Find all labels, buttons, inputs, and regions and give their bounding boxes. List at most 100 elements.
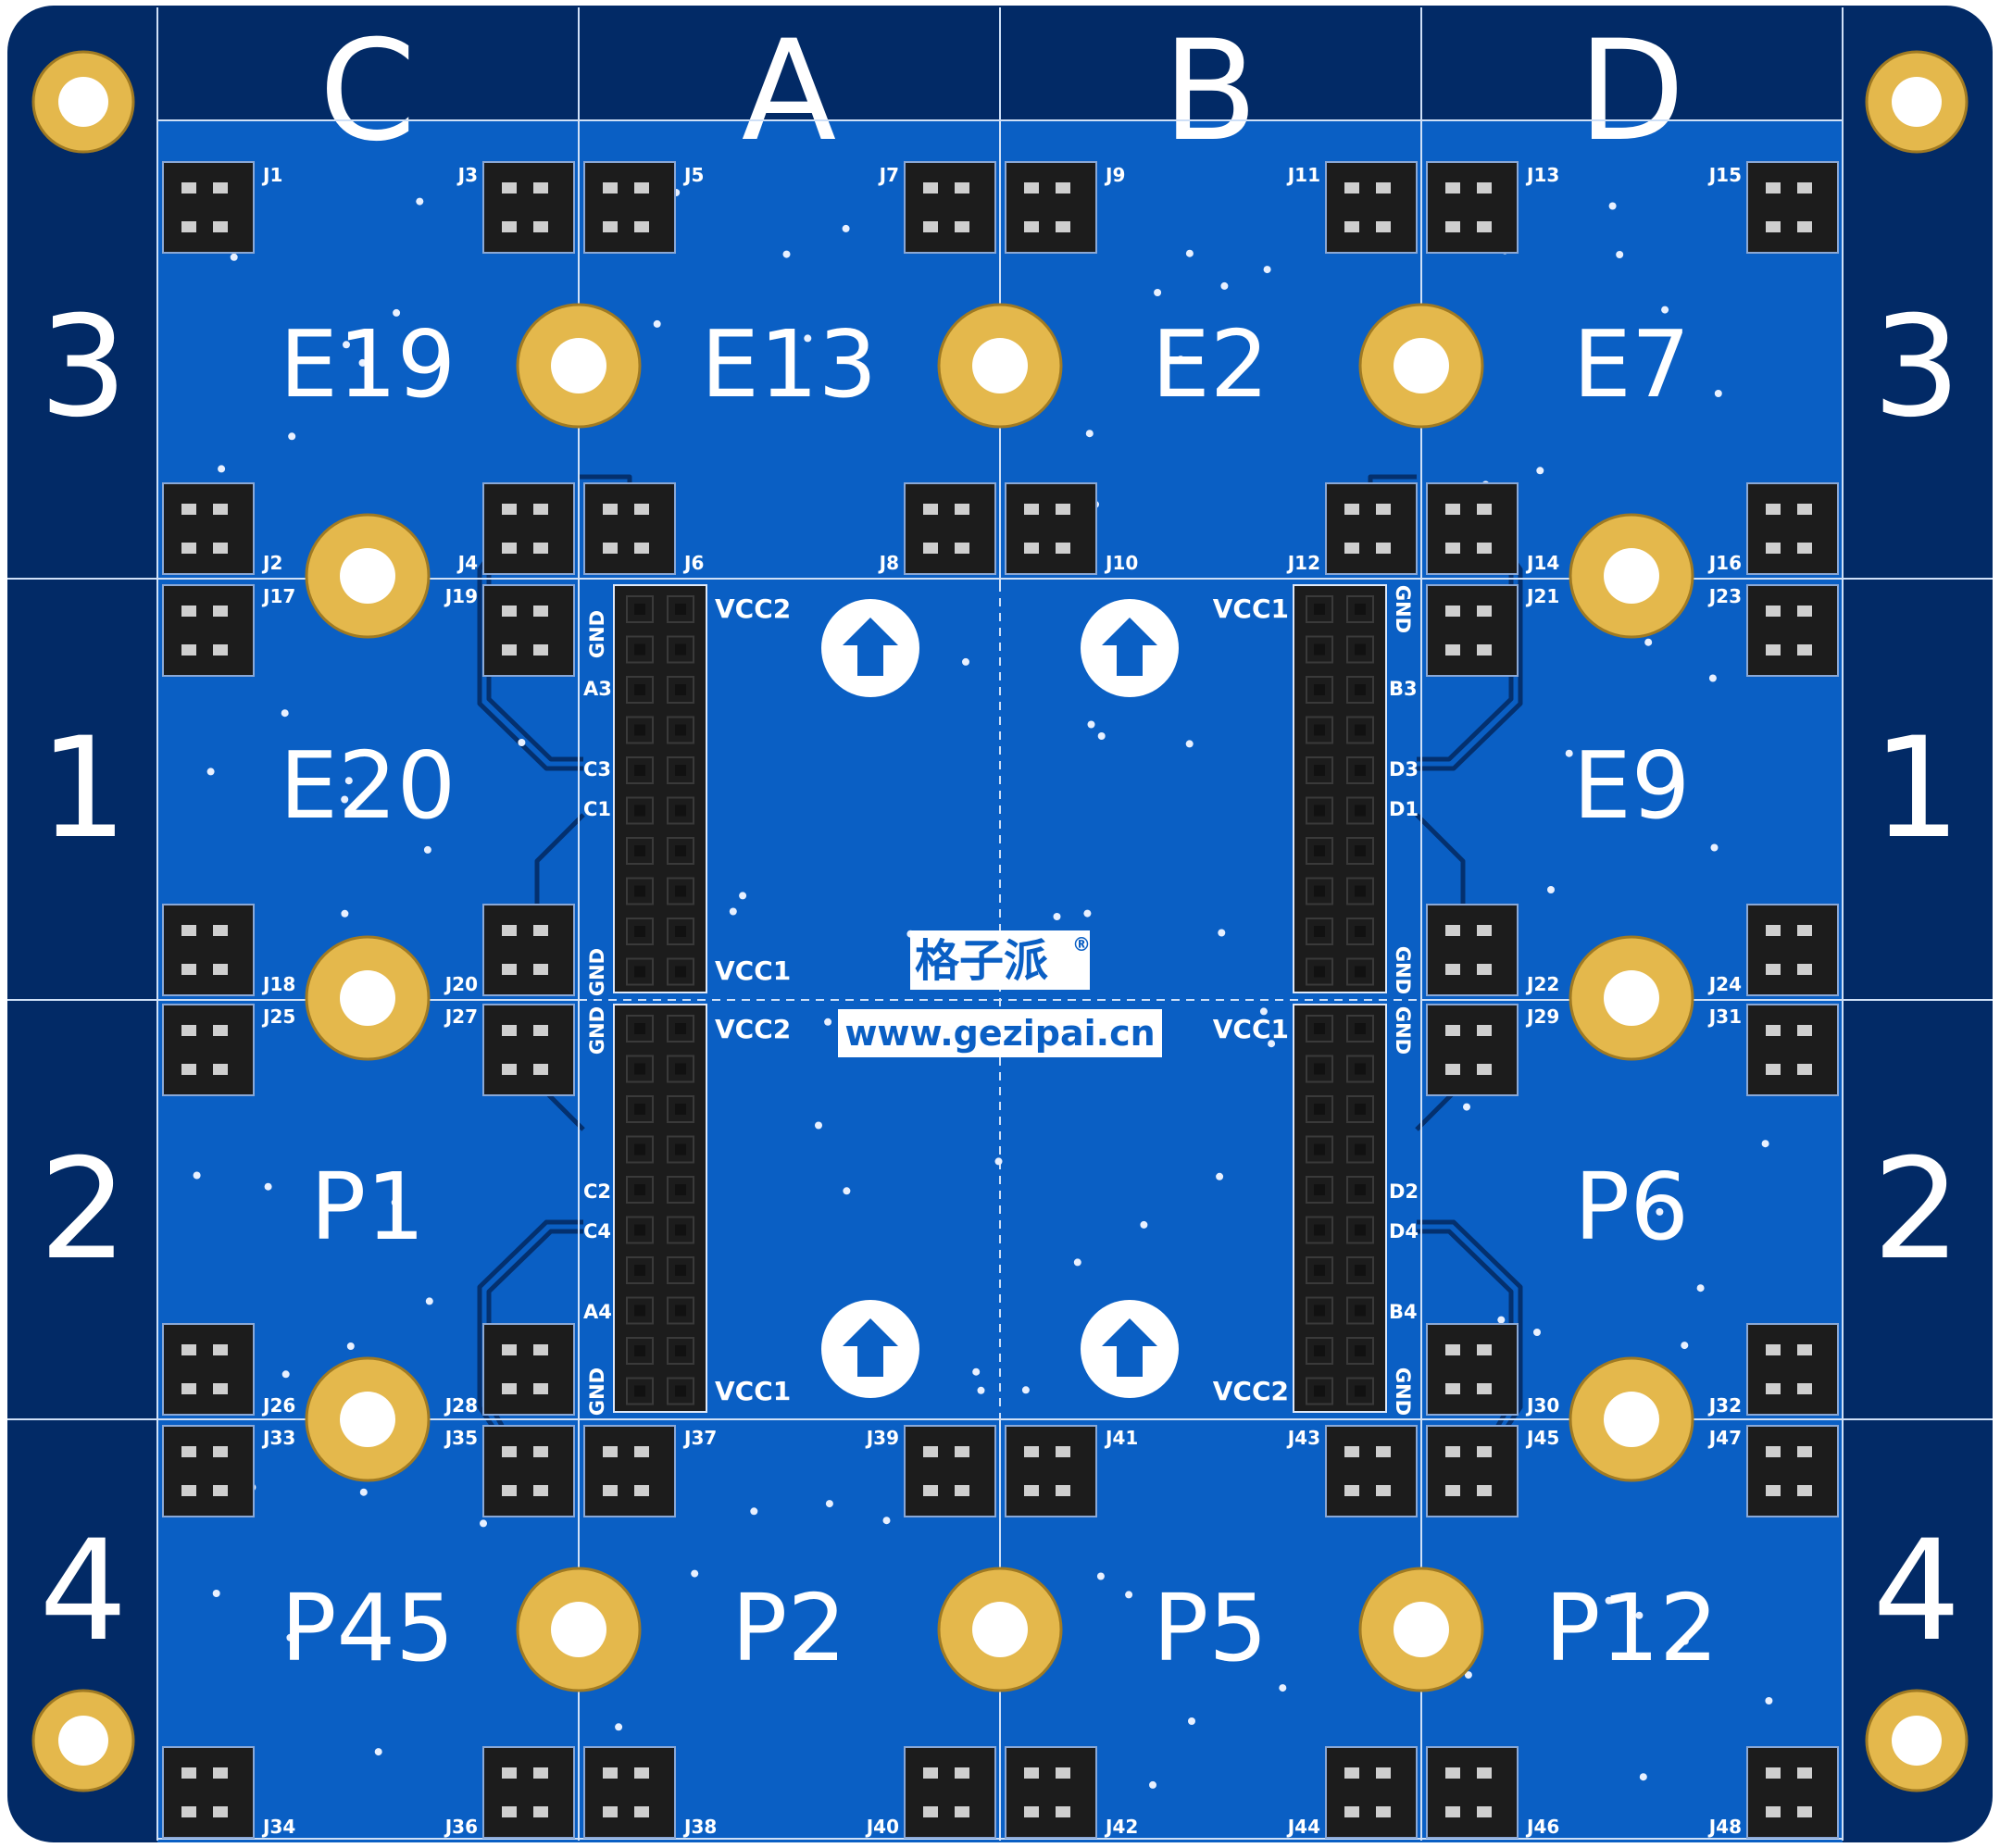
connector-label: J30: [1525, 1394, 1559, 1417]
via: [264, 1182, 272, 1191]
connector-label: J47: [1707, 1427, 1742, 1449]
via: [218, 465, 226, 473]
connector-2x2: J33: [162, 1425, 295, 1517]
via: [423, 845, 431, 854]
connector-pin: [955, 1485, 969, 1496]
connector-label: J19: [444, 585, 478, 607]
connector-label: J31: [1707, 1005, 1742, 1028]
connector-label: J2: [261, 552, 282, 574]
connector-2x2: J17: [162, 584, 295, 677]
connector-pin: [1477, 606, 1492, 617]
connector-pin: [955, 1446, 969, 1457]
gnd-label: GND: [1392, 946, 1414, 994]
connector-label: J39: [865, 1427, 899, 1449]
connector-pin: [1445, 925, 1460, 936]
connector-2x2: J3: [456, 161, 575, 254]
connector-pin: [213, 504, 228, 515]
header-pin-socket: [1306, 595, 1333, 623]
connector-label: J20: [444, 973, 478, 995]
via: [729, 907, 737, 916]
via: [1096, 1572, 1105, 1580]
connector-pin: [533, 1025, 548, 1036]
via: [1696, 1284, 1705, 1292]
connector-label: J3: [456, 164, 478, 186]
connector-pin: [923, 1806, 938, 1817]
via: [977, 1386, 985, 1394]
via: [825, 1500, 833, 1508]
pin-label-d4: D4: [1389, 1220, 1419, 1242]
connector-pin: [181, 1806, 196, 1817]
connector-pin: [181, 925, 196, 936]
pin-header-2x10: [613, 584, 707, 993]
header-pin-socket: [1346, 957, 1374, 986]
vcc-label: VCC1: [1213, 1014, 1289, 1044]
connector-pin: [603, 1485, 618, 1496]
connector-pin: [1445, 1383, 1460, 1394]
corner-mounting-holes: [31, 50, 1969, 1792]
connector-label: J24: [1707, 973, 1742, 995]
connector-pin: [1056, 504, 1070, 515]
connector-pin: [1766, 1485, 1781, 1496]
via: [843, 1187, 851, 1195]
via: [1761, 1140, 1769, 1148]
via: [1216, 1172, 1224, 1180]
connector-pin: [1445, 182, 1460, 194]
via: [1608, 202, 1617, 210]
via: [193, 1171, 201, 1180]
connector-pin: [1797, 644, 1812, 656]
connector-pin: [1766, 504, 1781, 515]
via: [1708, 674, 1717, 682]
via: [815, 1121, 822, 1130]
connector-pin: [213, 1383, 228, 1394]
vcc-label: VCC2: [715, 593, 791, 624]
connector-pin: [1797, 1383, 1812, 1394]
via: [212, 1590, 220, 1597]
connector-pin: [923, 1446, 938, 1457]
cell-label-e19: E19: [280, 310, 456, 418]
connector-pin: [1766, 1767, 1781, 1779]
cell-labels: E19 E13 E2 E7 E20 E9 P1 P6 P45 P2 P5 P12: [280, 310, 1719, 1682]
connector-2x2: J32: [1707, 1323, 1839, 1417]
connector-pin: [213, 1767, 228, 1779]
connector-pin: [1797, 1806, 1812, 1817]
header-pin-socket: [626, 1095, 654, 1123]
connector-pin: [213, 964, 228, 975]
connector-2x2: J28: [444, 1323, 575, 1417]
cell-label-p1: P1: [310, 1153, 425, 1261]
via: [739, 892, 747, 900]
connector-pin: [502, 1446, 517, 1457]
connector-pin: [1477, 182, 1492, 194]
connector-2x2: J39: [865, 1425, 996, 1517]
vcc-label: VCC1: [715, 1376, 791, 1406]
connector-pin: [1797, 182, 1812, 194]
connector-pin: [502, 504, 517, 515]
header-pin-socket: [1346, 1015, 1374, 1043]
gnd-label: GND: [1392, 585, 1414, 633]
connector-label: J44: [1286, 1816, 1320, 1838]
connector-pin: [1344, 1485, 1359, 1496]
connector-pin: [1477, 1064, 1492, 1075]
header-pin-socket: [1306, 1135, 1333, 1164]
connector-2x2: J12: [1286, 482, 1418, 575]
header-pin-socket: [1306, 635, 1333, 664]
header-pin-socket: [1306, 756, 1333, 784]
header-pin-socket: [1306, 1055, 1333, 1083]
connector-pin: [1376, 1806, 1391, 1817]
header-pin-socket: [626, 635, 654, 664]
connector-pin: [1766, 1344, 1781, 1355]
connector-pin: [213, 1446, 228, 1457]
cell-label-e20: E20: [280, 731, 456, 840]
header-pin-socket: [1306, 676, 1333, 704]
header-pin-socket: [1306, 1337, 1333, 1365]
connector-pin: [502, 925, 517, 936]
connector-pin: [603, 543, 618, 554]
via: [416, 197, 424, 206]
header-pin-socket: [667, 716, 694, 744]
connector-pin: [502, 221, 517, 232]
connector-pin: [1445, 1767, 1460, 1779]
connector-pin: [1445, 1806, 1460, 1817]
brand-url-text: www.gezipai.cn: [844, 1013, 1155, 1054]
via: [782, 250, 791, 258]
mounting-hole: [1394, 1602, 1449, 1657]
header-pin-socket: [626, 1055, 654, 1083]
